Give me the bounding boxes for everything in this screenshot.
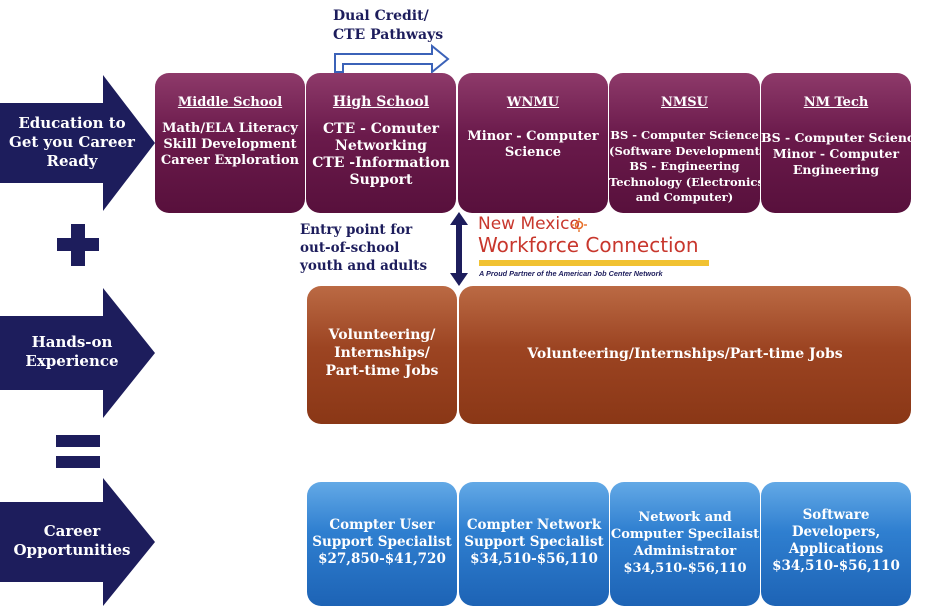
experience-arrow-shape: [0, 288, 155, 418]
education-details: BS - Computer Science Minor - Computer E…: [761, 130, 923, 177]
experience-arrow-label: Hands-on Experience: [25, 333, 119, 370]
education-arrow: Education to Get you Career Ready: [0, 75, 155, 211]
education-title: High School: [332, 94, 430, 110]
experience-large-text: Volunteering/Internships/Part-time Jobs: [527, 346, 843, 362]
experience-box-small: Volunteering/ Internships/ Part-time Job…: [307, 286, 457, 424]
career-box-network-admin: Network and Computer Specilaist Administ…: [610, 482, 760, 606]
education-arrow-label: Education to Get you Career Ready: [9, 114, 135, 170]
education-box-nmsu: NMSU BS - Computer Science (Software Dev…: [609, 73, 766, 213]
education-details: BS - Computer Science (Software Developm…: [609, 128, 766, 204]
experience-arrow: Hands-on Experience: [0, 288, 155, 418]
logo-underline: [479, 260, 709, 266]
entry-point-label: Entry point for out-of-school youth and …: [300, 222, 428, 274]
education-title: NMSU: [661, 95, 708, 110]
double-arrow-icon: [450, 212, 468, 286]
career-text: Compter User Support Specialist $27,850-…: [312, 517, 452, 567]
education-box-middle-school: Middle School Math/ELA Literacy Skill De…: [155, 73, 305, 213]
education-details: Math/ELA Literacy Skill Development Care…: [160, 121, 300, 168]
education-title: NM Tech: [803, 95, 869, 110]
workforce-connection-logo: New Mexico Workforce Connection A Proud …: [478, 213, 714, 285]
dual-credit-label: Dual Credit/ CTE Pathways: [333, 8, 444, 43]
education-box-wnmu: WNMU Minor - Computer Science: [458, 73, 608, 213]
pathway-arrow-icon: [334, 43, 450, 74]
experience-small-text: Volunteering/ Internships/ Part-time Job…: [325, 327, 439, 379]
careers-arrow: Career Opportunities: [0, 478, 155, 606]
career-box-software-dev: Software Developers, Applications $34,51…: [761, 482, 911, 606]
careers-arrow-label: Career Opportunities: [13, 522, 131, 559]
education-details: Minor - Computer Science: [467, 129, 599, 160]
logo-line2: Workforce Connection: [478, 233, 699, 257]
education-box-high-school: High School CTE - Comuter Networking CTE…: [306, 73, 456, 213]
career-text: Compter Network Support Specialist $34,5…: [464, 517, 604, 567]
logo-line1: New Mexico: [478, 214, 580, 234]
education-title: Middle School: [177, 95, 283, 110]
career-text: Software Developers, Applications $34,51…: [772, 507, 900, 574]
education-arrow-shape: [0, 75, 155, 211]
education-details: CTE - Comuter Networking CTE -Informatio…: [312, 121, 450, 188]
education-title: WNMU: [506, 95, 560, 110]
career-text: Network and Computer Specilaist Administ…: [610, 510, 760, 576]
logo-tagline: A Proud Partner of the American Job Cent…: [479, 269, 663, 278]
zia-sun-icon: [571, 218, 587, 232]
careers-arrow-shape: [0, 478, 155, 606]
education-box-nm-tech: NM Tech BS - Computer Science Minor - Co…: [761, 73, 923, 213]
career-box-network-support: Compter Network Support Specialist $34,5…: [459, 482, 609, 606]
career-box-user-support: Compter User Support Specialist $27,850-…: [307, 482, 457, 606]
experience-box-large: Volunteering/Internships/Part-time Jobs: [459, 286, 911, 424]
